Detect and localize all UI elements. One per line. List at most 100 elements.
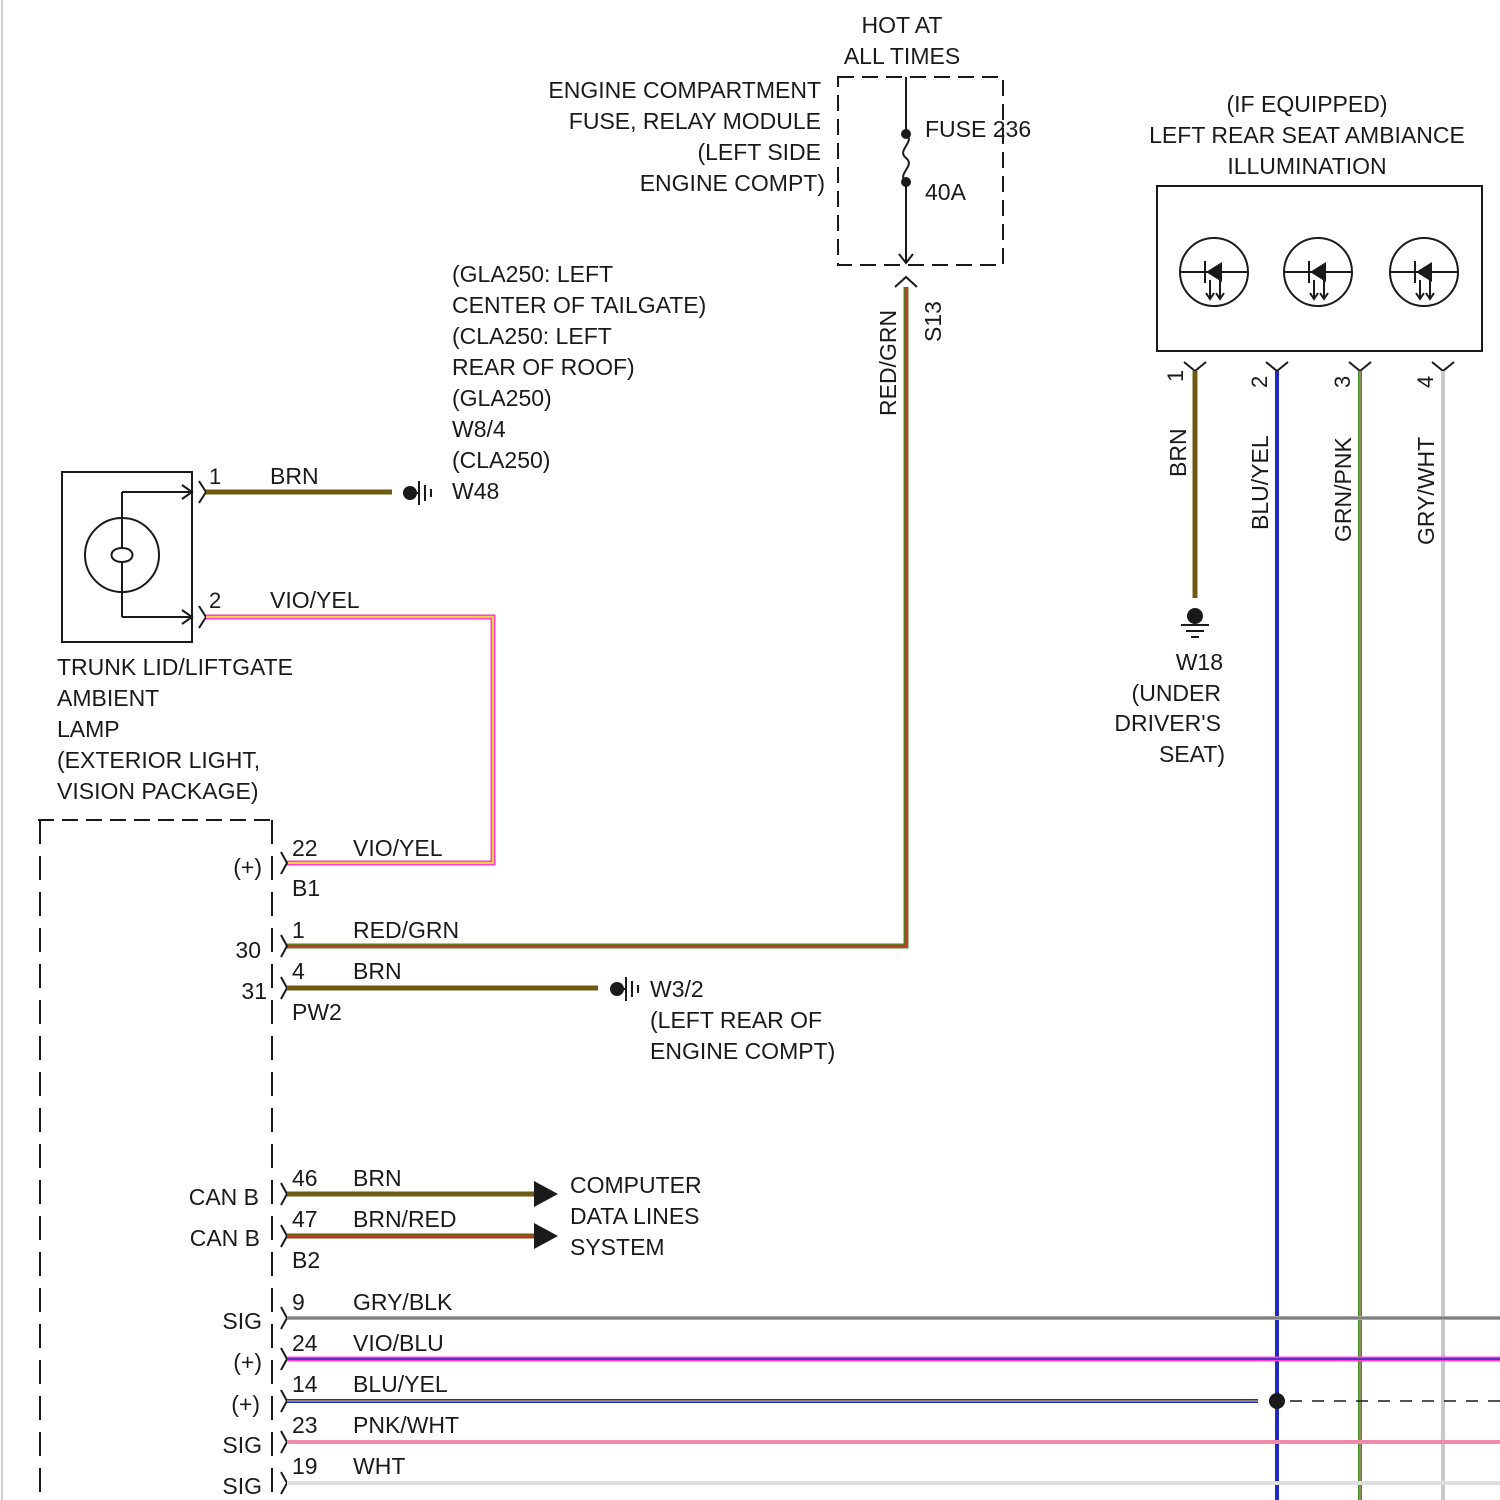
fuse-rating: 40A: [925, 179, 967, 205]
ambiance-label-line-1: (IF EQUIPPED): [1226, 91, 1387, 117]
b2-pin-47-signal: CAN B: [190, 1225, 260, 1251]
pin-24-wire: VIO/BLU: [353, 1330, 444, 1356]
w48-label-line-7: (CLA250): [452, 447, 550, 473]
trunk-lamp-label-line-3: LAMP: [57, 716, 120, 742]
trunk-lamp-label-line-5: VISION PACKAGE): [57, 778, 259, 804]
w18-label-line-1: W18: [1176, 649, 1223, 675]
ambiance-pin-1-wire: BRN: [1165, 428, 1191, 477]
pin-14-number: 14: [292, 1371, 318, 1397]
pin-14-signal: (+): [231, 1391, 260, 1417]
ambiance-pin-2-number: 2: [1247, 376, 1272, 388]
s13-connector-icon: [895, 277, 917, 287]
can-b-brn-red-arrow-icon: [534, 1223, 558, 1249]
pin-19-signal: SIG: [222, 1473, 262, 1499]
hot-at-all-times-line-2: ALL TIMES: [844, 43, 960, 69]
pin-23-connector-icon: [281, 1431, 287, 1453]
ambiance-pin-4-wire: GRY/WHT: [1413, 437, 1439, 545]
hot-at-all-times-line-1: HOT AT: [862, 12, 943, 38]
ambiance-pin-1-number: 1: [1163, 370, 1188, 382]
w18-label-line-2: (UNDER: [1132, 680, 1221, 706]
b2-pin-47-connector-icon: [281, 1225, 287, 1247]
w3-2-label-line-2: (LEFT REAR OF: [650, 1007, 822, 1033]
terminal-b1: (+) 22 VIO/YEL B1: [233, 835, 442, 901]
lamp-pin-2-number: 2: [209, 588, 221, 613]
pw2-pin-1-wire: RED/GRN: [353, 917, 459, 943]
w48-label-line-2: CENTER OF TAILGATE): [452, 292, 706, 318]
lamp-pin-1-number: 1: [209, 464, 221, 489]
terminal-b2: CAN B 46 BRN CAN B 47 BRN/RED B2: [189, 1165, 457, 1273]
pin-9-wire: GRY/BLK: [353, 1289, 453, 1315]
trunk-lamp-label-line-1: TRUNK LID/LIFTGATE: [57, 654, 293, 680]
pw2-pin-4-number: 4: [292, 958, 305, 984]
pin-23-wire: PNK/WHT: [353, 1412, 459, 1438]
ambiance-illumination: (IF EQUIPPED) LEFT REAR SEAT AMBIANCE IL…: [1149, 91, 1482, 545]
pw2-pin-1-signal: 30: [235, 937, 261, 963]
terminal-pw2: 30 1 RED/GRN 31 4 BRN PW2: [235, 917, 459, 1025]
b1-pin-22-signal: (+): [233, 854, 262, 880]
pin-19-connector-icon: [281, 1472, 287, 1494]
led-2-icon: [1284, 238, 1352, 306]
b2-pin-46-connector-icon: [281, 1183, 287, 1205]
ambiance-pin-2-wire: BLU/YEL: [1247, 435, 1273, 530]
data-lines-label-line-3: SYSTEM: [570, 1234, 665, 1260]
lamp-pin-2-connector-icon: [199, 606, 206, 628]
data-lines-label-line-2: DATA LINES: [570, 1203, 700, 1229]
pw2-pin-1-number: 1: [292, 917, 305, 943]
trunk-lamp: 1 BRN 2 VIO/YEL TRUNK LID/LIFTGATE AMBIE…: [57, 463, 360, 804]
fuse-icon: [903, 134, 909, 182]
pw2-pin-4-connector-icon: [281, 977, 287, 999]
fuse-output-wire-label: RED/GRN: [875, 310, 901, 416]
pw2-pin-4-wire: BRN: [353, 958, 402, 984]
blu-yel-splice: [1269, 1393, 1285, 1409]
w3-2-label-line-3: ENGINE COMPT): [650, 1038, 835, 1064]
w48-label-line-3: (CLA250: LEFT: [452, 323, 612, 349]
b1-pin-22-wire: VIO/YEL: [353, 835, 443, 861]
b2-pin-46-number: 46: [292, 1165, 318, 1191]
b2-pin-47-number: 47: [292, 1206, 318, 1232]
w3-2-label-line-1: W3/2: [650, 976, 704, 1002]
lamp-lead-2: [122, 610, 192, 624]
w18-label-line-4: SEAT): [1159, 741, 1225, 767]
lamp-filament-icon: [112, 492, 133, 617]
b1-pin-22-connector-icon: [281, 852, 287, 874]
ambiance-pin-3-connector-icon: [1349, 362, 1371, 371]
data-lines-label: COMPUTER DATA LINES SYSTEM: [570, 1172, 702, 1260]
ambiance-pin-3-number: 3: [1330, 376, 1355, 388]
pw2-connector-label: PW2: [292, 999, 342, 1025]
pin-19-wire: WHT: [353, 1453, 405, 1479]
data-lines-label-line-1: COMPUTER: [570, 1172, 702, 1198]
pin-9-connector-icon: [281, 1307, 287, 1329]
lower-terminals: SIG 9 GRY/BLK (+) 24 VIO/BLU (+) 14 BLU/…: [222, 1289, 459, 1499]
fuse-module-dashed-box: [838, 77, 1003, 265]
pin-24-number: 24: [292, 1330, 318, 1356]
b2-connector-label: B2: [292, 1247, 320, 1273]
fuse-module-label-line-4: ENGINE COMPT): [640, 170, 825, 196]
b1-connector-label: B1: [292, 875, 320, 901]
ground-w18-label: W18 (UNDER DRIVER'S SEAT): [1114, 649, 1225, 767]
pin-24-signal: (+): [233, 1349, 262, 1375]
w48-label-line-5: (GLA250): [452, 385, 552, 411]
w48-label-line-1: (GLA250: LEFT: [452, 261, 613, 287]
ambiance-pin-2-connector-icon: [1266, 362, 1288, 371]
fuse-module-label-line-3: (LEFT SIDE: [697, 139, 821, 165]
b2-pin-46-wire: BRN: [353, 1165, 402, 1191]
pin-23-number: 23: [292, 1412, 318, 1438]
ground-w3-2-label: W3/2 (LEFT REAR OF ENGINE COMPT): [650, 976, 835, 1064]
b1-pin-22-number: 22: [292, 835, 318, 861]
ground-w3-2-icon: [610, 977, 638, 1001]
ground-w18-icon: [1181, 608, 1209, 637]
pin-14-wire: BLU/YEL: [353, 1371, 448, 1397]
ground-w48-label: (GLA250: LEFT CENTER OF TAILGATE) (CLA25…: [452, 261, 706, 504]
w48-label-line-8: W48: [452, 478, 499, 504]
pin-14-connector-icon: [281, 1390, 287, 1412]
ambiance-pin-4-connector-icon: [1432, 362, 1454, 371]
pin-23-signal: SIG: [222, 1432, 262, 1458]
can-b-brn-arrow-icon: [534, 1181, 558, 1207]
ambiance-pin-4-number: 4: [1413, 376, 1438, 388]
pin-9-signal: SIG: [222, 1308, 262, 1334]
lamp-pin-1-connector-icon: [199, 481, 206, 503]
trunk-lamp-label-line-2: AMBIENT: [57, 685, 159, 711]
led-1-icon: [1180, 238, 1248, 306]
b2-pin-47-wire: BRN/RED: [353, 1206, 457, 1232]
